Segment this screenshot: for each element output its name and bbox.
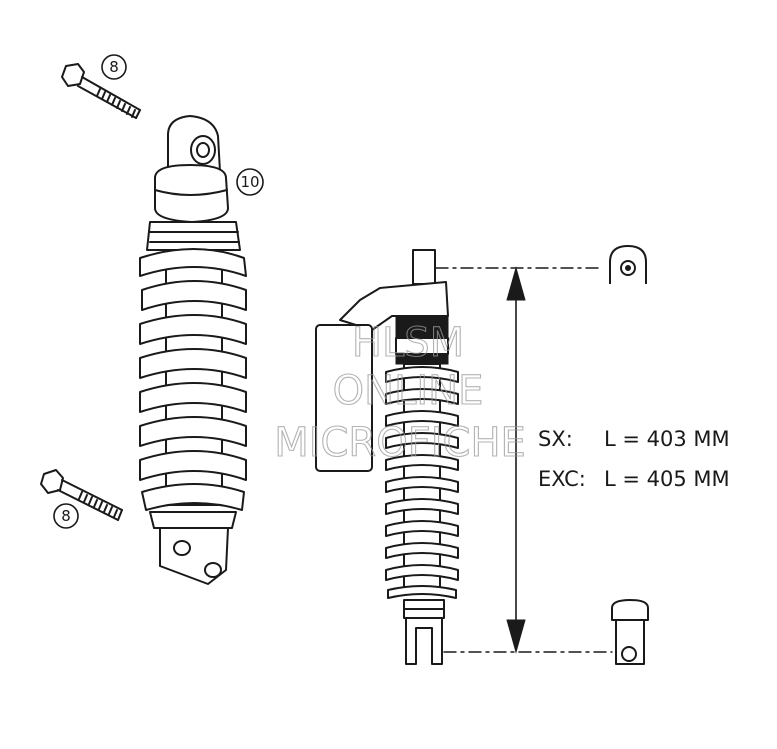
callout-bolt-bottom: 8: [53, 503, 79, 529]
dimension-arrow-top: [506, 266, 526, 301]
callout-upper-eye-number: 10: [240, 173, 259, 191]
top-cap: [154, 164, 229, 223]
callout-bolt-top: 8: [101, 54, 127, 80]
spec-exc-length: L = 405 MM: [604, 467, 730, 491]
shock-absorber-left: [139, 115, 247, 585]
shock-absorber-right: [315, 249, 459, 665]
spec-sx-model: SX:: [538, 427, 573, 451]
length-specs: SX: L = 403 MM EXC: L = 405 MM: [538, 427, 730, 491]
mounting-bolt-top: [61, 63, 141, 119]
callout-upper-eye: 10: [236, 168, 264, 196]
mounting-bolt-bottom: [40, 469, 123, 521]
coil-spring-left: [139, 248, 247, 511]
detail-upper-eye: [609, 245, 647, 284]
lower-clevis-right: [405, 617, 443, 665]
watermark: HLSM ONLINE MICROFICHE: [274, 319, 527, 466]
callout-bolt-bottom-number: 8: [61, 507, 71, 525]
upper-eye-mount: [167, 115, 221, 173]
watermark-line-1: HLSM: [352, 320, 464, 366]
piggyback-reservoir: [315, 324, 373, 472]
spec-exc-model: EXC:: [538, 467, 586, 491]
dimension-arrow-bottom: [506, 619, 526, 654]
watermark-line-3: MICROFICHE: [274, 420, 526, 466]
spring-preload-collar: [146, 221, 241, 251]
spec-sx-length: L = 403 MM: [604, 427, 730, 451]
coil-spring-right: [385, 366, 459, 599]
detail-lower-clevis: [611, 599, 649, 665]
callout-bolt-top-number: 8: [109, 58, 119, 76]
reservoir-arm: [339, 281, 449, 331]
watermark-line-2: ONLINE: [333, 368, 484, 414]
top-mount-stub: [412, 249, 436, 285]
length-dimension: [435, 266, 613, 654]
